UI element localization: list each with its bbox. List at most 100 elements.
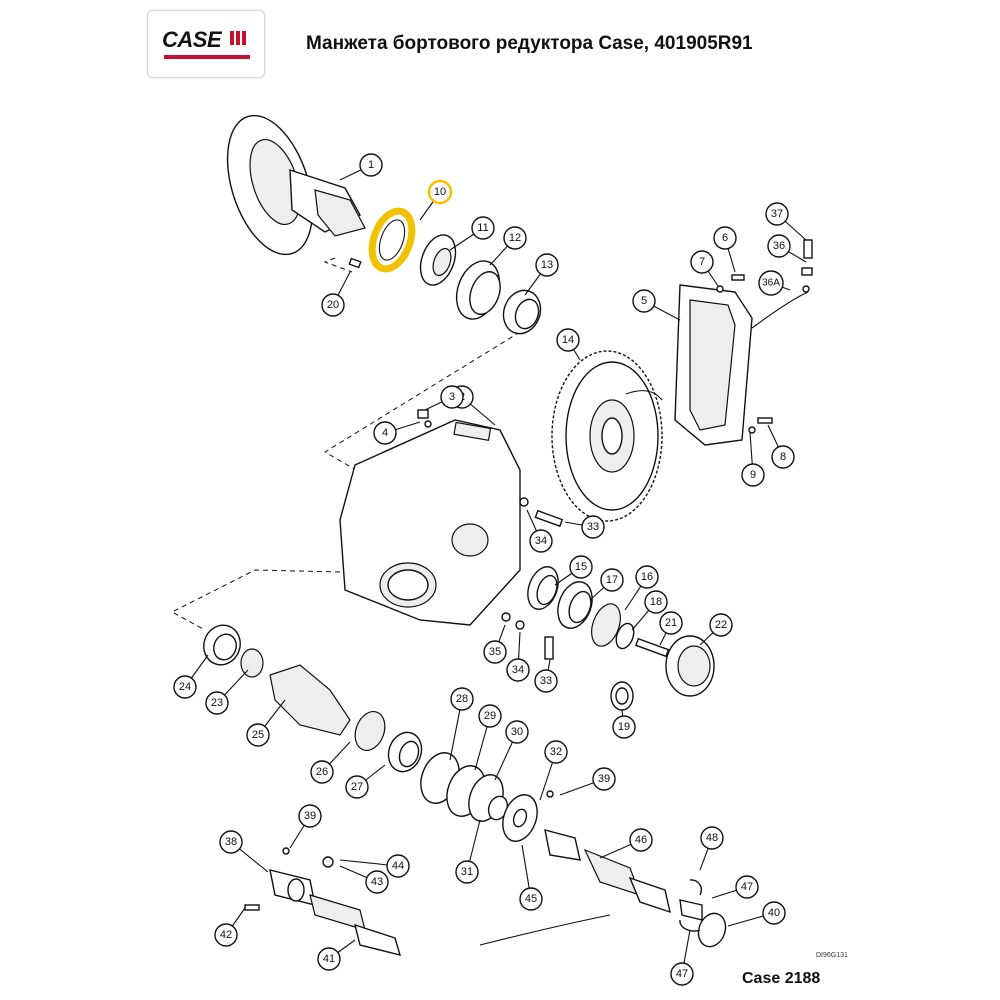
callout-label-text: 40: [768, 907, 780, 919]
callout-47: 47: [670, 962, 694, 986]
callout-31: 31: [455, 860, 479, 884]
brand-logo-text: CASE: [162, 27, 222, 52]
callout-6: 6: [713, 226, 737, 250]
callout-label-text: 45: [525, 893, 537, 905]
callout-27: 27: [345, 775, 369, 799]
callout-label-text: 21: [665, 617, 677, 629]
callout-label-text: 28: [456, 693, 468, 705]
part-cover-plate: [674, 284, 753, 446]
callout-label-text: 22: [715, 619, 727, 631]
callout-15: 15: [569, 555, 593, 579]
callout-label-text: 1: [368, 159, 374, 171]
part-bearing-cup: [455, 260, 501, 320]
callout-label-text: 6: [722, 232, 728, 244]
model-footer: Case 2188: [742, 970, 821, 987]
callout-label-text: 34: [535, 535, 547, 547]
callout-label-text: 5: [641, 295, 647, 307]
callout-4: 4: [373, 421, 397, 445]
callout-label-text: 37: [771, 208, 783, 220]
callout-33: 33: [581, 515, 605, 539]
callout-11: 11: [471, 216, 495, 240]
callout-label-text: 46: [635, 834, 647, 846]
callout-label-text: 9: [750, 469, 756, 481]
part-large-gear: [551, 350, 663, 522]
part-bearing-set-right: [527, 566, 715, 711]
callout-label-text: 25: [252, 729, 264, 741]
callout-label-text: 42: [220, 929, 232, 941]
callout-37: 37: [765, 202, 789, 226]
callout-30: 30: [505, 720, 529, 744]
callout-18: 18: [644, 590, 668, 614]
callout-9: 9: [741, 463, 765, 487]
callout-48: 48: [700, 826, 724, 850]
callout-26: 26: [310, 760, 334, 784]
callout-40: 40: [762, 901, 786, 925]
part-seal-highlighted: [368, 207, 416, 273]
callout-44: 44: [386, 854, 410, 878]
callout-label-text: 44: [392, 860, 404, 872]
callout-label-text: 23: [211, 697, 223, 709]
callout-label-text: 39: [304, 810, 316, 822]
callout-label-text: 43: [371, 876, 383, 888]
part-output-shaft-set: [544, 829, 727, 948]
callout-label-text: 48: [706, 832, 718, 844]
callout-label-text: 27: [351, 781, 363, 793]
callout-21: 21: [659, 611, 683, 635]
part-gear-housing: [339, 419, 521, 626]
brand-logo-stripe: [164, 55, 250, 59]
callout-label-text: 11: [477, 222, 488, 234]
callout-8: 8: [771, 445, 795, 469]
callout-34: 34: [506, 658, 530, 682]
assembly-line-lower: [170, 569, 341, 631]
page-title: Манжета бортового редуктора Case, 401905…: [306, 33, 753, 54]
callout-14: 14: [556, 328, 580, 352]
callout-35: 35: [483, 640, 507, 664]
callout-7: 7: [690, 250, 714, 274]
callout-label-text: 3: [449, 391, 455, 403]
part-bearing-cone: [419, 234, 457, 286]
callout-36: 36: [767, 234, 791, 258]
callout-label-text: 14: [562, 334, 574, 346]
callout-43: 43: [365, 870, 389, 894]
callout-16: 16: [635, 565, 659, 589]
callout-19: 19: [612, 715, 636, 739]
callout-32: 32: [544, 740, 568, 764]
callout-label-text: 36: [773, 240, 785, 252]
callout-46: 46: [629, 828, 653, 852]
curve-bottom: [479, 914, 611, 946]
part-small-hardware: [244, 239, 813, 911]
callout-label-text: 38: [225, 836, 237, 848]
callout-label-text: 19: [618, 721, 630, 733]
callout-label-text: 39: [598, 773, 610, 785]
callout-39: 39: [592, 767, 616, 791]
callout-label-text: 47: [741, 881, 753, 893]
callout-45: 45: [519, 887, 543, 911]
callout-36a: 36A: [758, 270, 784, 296]
callout-label-text: 31: [461, 866, 473, 878]
part-pinion-assembly: [203, 624, 423, 773]
callout-label-text: 33: [587, 521, 599, 533]
brand-logo-bars: [230, 31, 248, 50]
callout-label-text: 20: [327, 299, 339, 311]
callout-label-text: 32: [550, 746, 562, 758]
callout-17: 17: [600, 568, 624, 592]
callout-label-text: 15: [575, 561, 587, 573]
part-axle-flange: [226, 114, 366, 256]
part-ring: [502, 289, 542, 335]
callout-3: 3: [440, 385, 464, 409]
brand-logo: CASE: [147, 10, 265, 78]
callout-label-text: 10: [434, 186, 446, 198]
callout-20: 20: [321, 293, 345, 317]
callout-labels: 1234567891011121314151617181920212223242…: [173, 153, 795, 986]
callout-label-text: 7: [699, 256, 705, 268]
callout-42: 42: [214, 923, 238, 947]
callout-13: 13: [535, 253, 559, 277]
assembly-line-axle: [323, 257, 353, 273]
curve-cover: [751, 291, 809, 329]
callout-label-text: 18: [650, 596, 662, 608]
callout-label-text: 17: [606, 574, 618, 586]
callout-33: 33: [534, 669, 558, 693]
callout-22: 22: [709, 613, 733, 637]
curve-gear-hub: [625, 390, 663, 401]
